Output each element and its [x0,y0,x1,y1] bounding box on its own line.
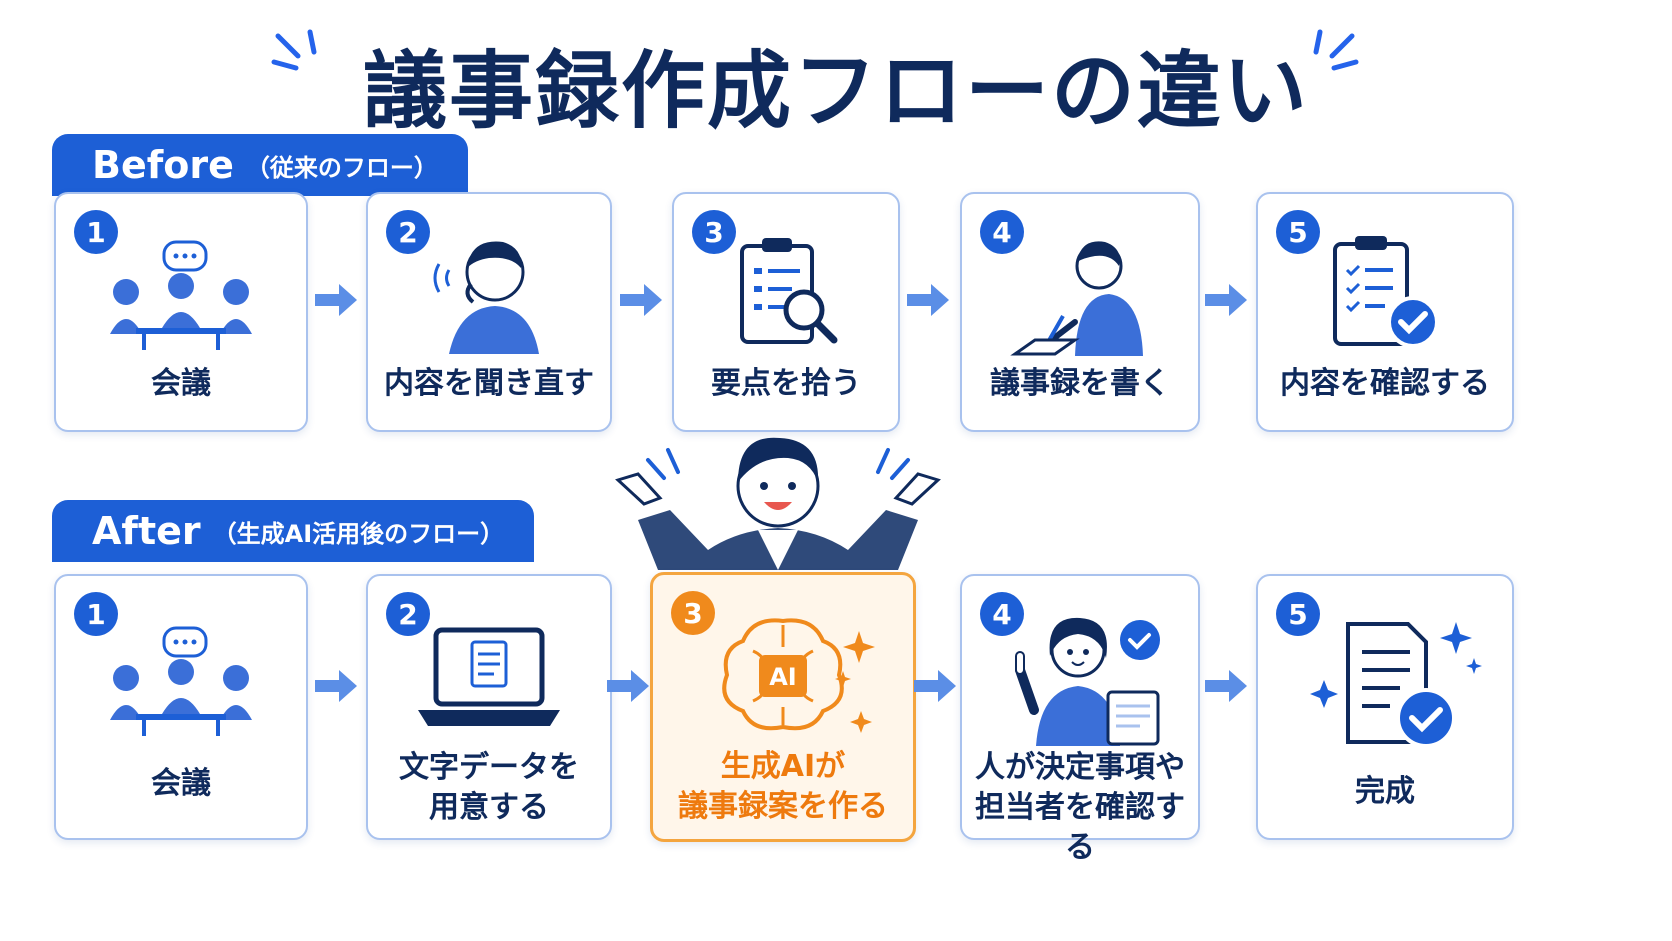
before-step-2: 2 内容を聞き直す [366,192,612,432]
step-label: 会議 [151,766,211,801]
after-tab-sub: （生成AI活用後のフロー） [212,519,505,548]
step-label-line1: 人が決定事項や [975,750,1185,785]
step-label-line2: 用意する [429,790,549,825]
step-number: 3 [671,591,715,635]
laptop-document-icon [418,627,560,726]
before-step-1: 1 会議 [54,192,308,432]
before-step-4: 4 議事録を書く [960,192,1200,432]
step-label: 要点を拾う [711,366,861,401]
after-step-3: 3 AI 生成AIが 議事録案を作る [650,572,916,842]
ai-badge-text: AI [769,663,797,691]
page-title: 議事録作成フローの違い [362,42,1309,140]
arrow-right-icon [907,284,949,316]
step-number: 4 [980,592,1024,636]
step-label-line2: 担当者を確認する [975,790,1185,865]
step-number: 5 [1276,592,1320,636]
arrow-right-icon [1205,670,1247,702]
step-label: 内容を聞き直す [384,366,594,401]
step-number: 5 [1276,210,1320,254]
step-label: 人が決定事項や 担当者を確認する [962,748,1198,868]
arrow-right-icon [315,670,357,702]
after-step-4: 4 人が決定事項や 担当者を確認する [960,574,1200,865]
step-number: 2 [386,592,430,636]
after-step-2: 2 文字データを 用意する [366,574,612,840]
step-label: 議事録を書く [990,366,1170,401]
meeting-icon [110,626,252,736]
step-label: 生成AIが 議事録案を作る [653,747,913,827]
arrow-right-icon [315,284,357,316]
before-section-tab: Before （従来のフロー） [52,134,468,196]
step-number: 4 [980,210,1024,254]
step-label: 文字データを 用意する [368,748,610,828]
step-label-line1: 文字データを [399,750,579,785]
before-step-3: 3 要点を拾う [672,192,900,432]
step-label-line1: 生成AIが [720,749,846,784]
document-complete-icon [1310,622,1482,748]
arrow-right-icon [914,670,956,702]
after-step-1: 1 会議 [54,574,308,840]
before-tab-sub: （従来のフロー） [245,153,438,182]
ai-brain-icon: AI [722,618,875,733]
before-tab-label: Before [92,143,234,187]
step-label: 内容を確認する [1280,366,1490,401]
step-number: 1 [74,592,118,636]
sparkle-right-icon [1313,29,1359,71]
step-number: 1 [74,210,118,254]
clipboard-search-icon [740,238,838,344]
arrow-right-icon [1205,284,1247,316]
before-step-5: 5 内容を確認する [1256,192,1514,432]
step-label: 会議 [151,366,211,401]
arrow-right-icon [607,670,649,702]
meeting-icon [110,240,252,350]
after-tab-label: After [92,509,201,553]
sparkle-left-icon [271,29,317,71]
after-section-tab: After （生成AI活用後のフロー） [52,500,535,562]
pointing-man-icon [615,437,941,570]
checklist-check-icon [1333,236,1439,348]
reviewer-woman-icon [1015,617,1160,746]
step-number: 2 [386,210,430,254]
after-step-5: 5 完成 [1256,574,1514,840]
arrow-right-icon [620,284,662,316]
step-label: 完成 [1355,774,1415,809]
listening-person-icon [433,241,539,354]
step-label-line2: 議事録案を作る [678,789,888,824]
writing-person-icon [1010,241,1143,356]
step-number: 3 [692,210,736,254]
